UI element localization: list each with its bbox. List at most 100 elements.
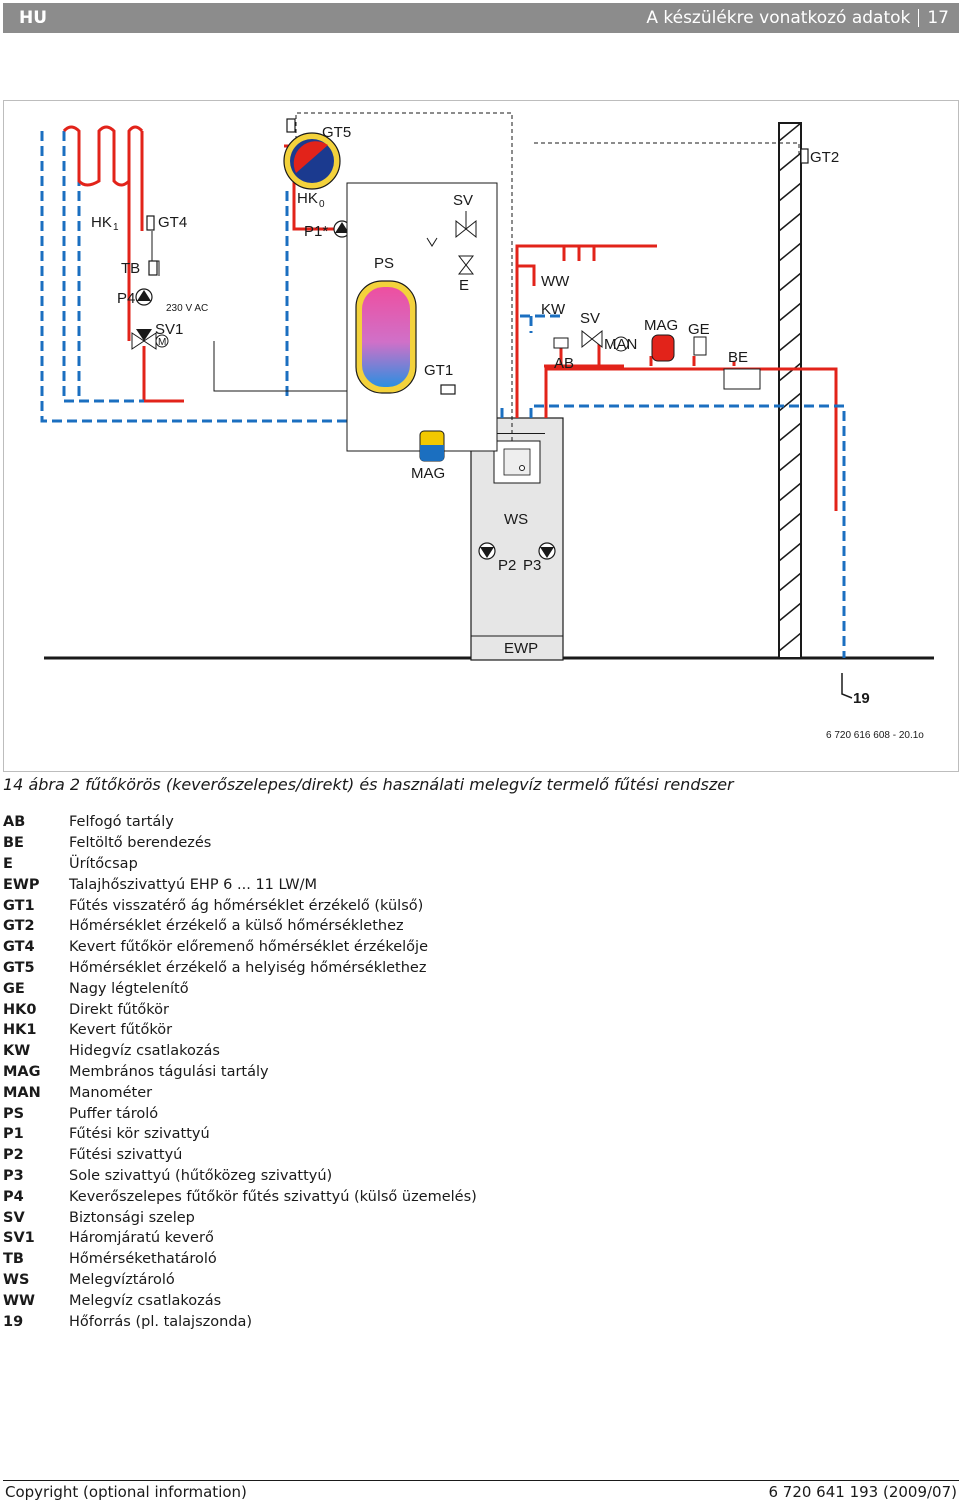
legend-row: GE Nagy légtelenítő <box>3 978 703 999</box>
label-ewp: EWP <box>504 640 538 657</box>
label-gt1: GT1 <box>424 362 453 379</box>
legend-text: Hidegvíz csatlakozás <box>69 1043 220 1060</box>
funnel <box>426 237 438 247</box>
legend-row: GT1 Fűtés visszatérő ág hőmérséklet érzék… <box>3 895 703 916</box>
page-header: HU A készülékre vonatkozó adatok 17 <box>3 3 959 33</box>
ge-vent <box>693 336 707 356</box>
gt5-sensor <box>286 118 296 133</box>
legend-text: Manométer <box>69 1084 153 1101</box>
legend-code: HK0 <box>3 1001 37 1018</box>
legend-code: SV1 <box>3 1230 35 1247</box>
label-gt2: GT2 <box>810 149 839 166</box>
legend-code: E <box>3 855 13 872</box>
gt4-sensor <box>146 215 155 231</box>
label-p3: P3 <box>523 557 541 574</box>
label-p1: P1* <box>304 223 328 240</box>
legend-text: Kevert fűtőkör <box>69 1022 173 1039</box>
label-ge: GE <box>688 321 710 338</box>
language-code: HU <box>19 8 48 28</box>
legend-text: Keverőszelepes fűtőkör fűtés szivattyú (… <box>69 1188 477 1205</box>
legend-code: WW <box>3 1292 35 1309</box>
ewp-top-line <box>489 433 545 434</box>
legend-row: E Ürítőcsap <box>3 854 703 875</box>
hk0-radiator-hot <box>293 141 328 173</box>
label-p2: P2 <box>498 557 516 574</box>
gt2-cable <box>534 142 800 156</box>
page-footer: Copyright (optional information) 6 720 6… <box>3 1480 959 1502</box>
label-hk0-sub: 0 <box>319 199 325 210</box>
label-be: BE <box>728 349 748 366</box>
legend-text: Melegvíztároló <box>69 1271 175 1288</box>
gt1-sensor <box>440 384 456 395</box>
label-ab: AB <box>554 355 574 372</box>
mag-lower-water <box>420 445 444 461</box>
gt5-cable <box>295 112 513 441</box>
label-ws: WS <box>504 511 528 528</box>
label-e: E <box>459 277 469 294</box>
legend-row: PS Puffer tároló <box>3 1103 703 1124</box>
legend-code: MAN <box>3 1084 41 1101</box>
label-ww: WW <box>541 273 570 290</box>
document-number: 6 720 641 193 (2009/07) <box>768 1482 957 1501</box>
p2-pump-arrow <box>480 547 494 558</box>
legend-row: MAN Manométer <box>3 1082 703 1103</box>
label-sv-top: SV <box>453 192 473 209</box>
legend-text: Fűtés visszatérő ág hőmérséklet érzékelő… <box>69 897 424 914</box>
legend-text: Nagy légtelenítő <box>69 980 189 997</box>
label-sv-mid: SV <box>580 310 600 327</box>
legend-code: PS <box>3 1105 25 1122</box>
legend-text: Hőmérséklet érzékelő a külső hőmérséklet… <box>69 918 404 935</box>
label-19: 19 <box>853 690 870 707</box>
label-man: MAN <box>604 336 637 353</box>
p3-pump-arrow <box>540 547 554 558</box>
legend-code: GE <box>3 980 25 997</box>
e-drain-valve <box>457 255 475 275</box>
legend-text: Ürítőcsap <box>69 855 138 872</box>
p1-pump-arrow <box>335 222 349 233</box>
copyright-text: Copyright (optional information) <box>5 1482 247 1501</box>
label-hk1-sub: 1 <box>113 222 119 233</box>
system-diagram: GT5 GT2 HK 1 GT4 HK 0 P1* SV PS TB P4 23… <box>3 100 959 772</box>
figure-code: 6 720 616 608 - 20.1o <box>826 730 924 741</box>
label-m: M <box>158 337 166 348</box>
legend-row: HK1 Kevert fűtőkör <box>3 1020 703 1041</box>
ab-tank <box>553 337 569 349</box>
label-ps: PS <box>374 255 394 272</box>
legend-text: Felfogó tartály <box>69 814 174 831</box>
legend-code: GT1 <box>3 897 35 914</box>
legend-code: HK1 <box>3 1022 37 1039</box>
legend-text: Hőmérsékethatároló <box>69 1251 217 1268</box>
section-title: A készülékre vonatkozó adatok <box>646 8 911 28</box>
label-p4: P4 <box>117 290 135 307</box>
be-filler <box>723 368 761 390</box>
gt2-sensor <box>800 148 809 164</box>
page-number: 17 <box>927 8 949 28</box>
legend-text: Fűtési szivattyú <box>69 1147 183 1164</box>
legend-code: WS <box>3 1271 30 1288</box>
figure-caption: 14 ábra 2 fűtőkörös (keverőszelepes/dire… <box>3 775 734 794</box>
legend-code: EWP <box>3 876 40 893</box>
outside-wall <box>778 122 802 659</box>
legend-text: Puffer tároló <box>69 1105 159 1122</box>
label-sv1: SV1 <box>155 321 183 338</box>
legend-row: WS Melegvíztároló <box>3 1270 703 1291</box>
label-tb: TB <box>121 260 140 277</box>
diagram-svg: GT5 GT2 HK 1 GT4 HK 0 P1* SV PS TB P4 23… <box>40 112 934 741</box>
hk1-loops <box>62 125 144 187</box>
legend-text: Hőmérséklet érzékelő a helyiség hőmérsék… <box>69 959 427 976</box>
mag-mid <box>651 334 675 362</box>
label-gt4: GT4 <box>158 214 187 231</box>
legend-text: Hőforrás (pl. talajszonda) <box>69 1313 253 1330</box>
